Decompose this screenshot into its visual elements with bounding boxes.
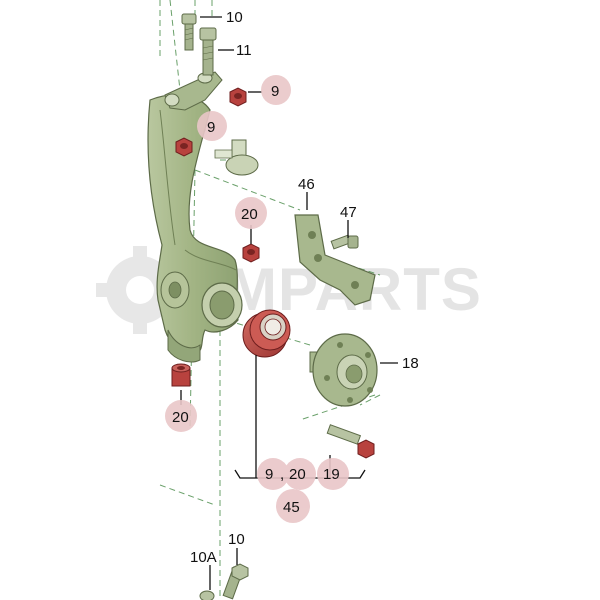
wheel-hub-18 [309,333,378,407]
callout-45: 45 [283,499,300,516]
callout-20-bottom: 20 [289,466,306,483]
bolt-10-bottom [222,563,249,600]
callout-10-bottom: 10 [228,531,245,548]
callout-comma: , [280,466,284,483]
watermark: PMPARTS [96,246,481,334]
gear-icon [96,246,184,334]
splash-shield-46 [294,214,376,306]
callout-11: 11 [236,42,252,59]
callout-46: 46 [298,176,315,193]
callout-20-upper: 20 [241,206,258,223]
bolt-19 [326,424,375,459]
wheel-bearing [242,309,291,358]
steering-knuckle [147,94,243,363]
bolt-47 [330,234,359,250]
callout-20-lower: 20 [172,409,189,426]
callout-47: 47 [340,204,357,221]
callout-9-right: 9 [271,83,279,100]
callout-19: 19 [323,466,340,483]
strut-clamp [164,71,223,111]
callout-circles [165,75,349,523]
nut-9-mid [175,137,193,157]
callout-9-bottom: 9 [265,466,273,483]
ball-joint [214,139,259,176]
bolt-11 [199,27,217,76]
callout-10-top: 10 [226,9,243,26]
callout-18: 18 [402,355,419,372]
nut-20-upper [242,243,260,263]
bolt-10A [199,590,215,600]
bolt-10-top [181,13,197,51]
callout-10A: 10A [190,549,217,566]
callout-9-mid: 9 [207,119,215,136]
nut-20-lower [171,363,191,387]
nut-9-right [229,87,247,107]
